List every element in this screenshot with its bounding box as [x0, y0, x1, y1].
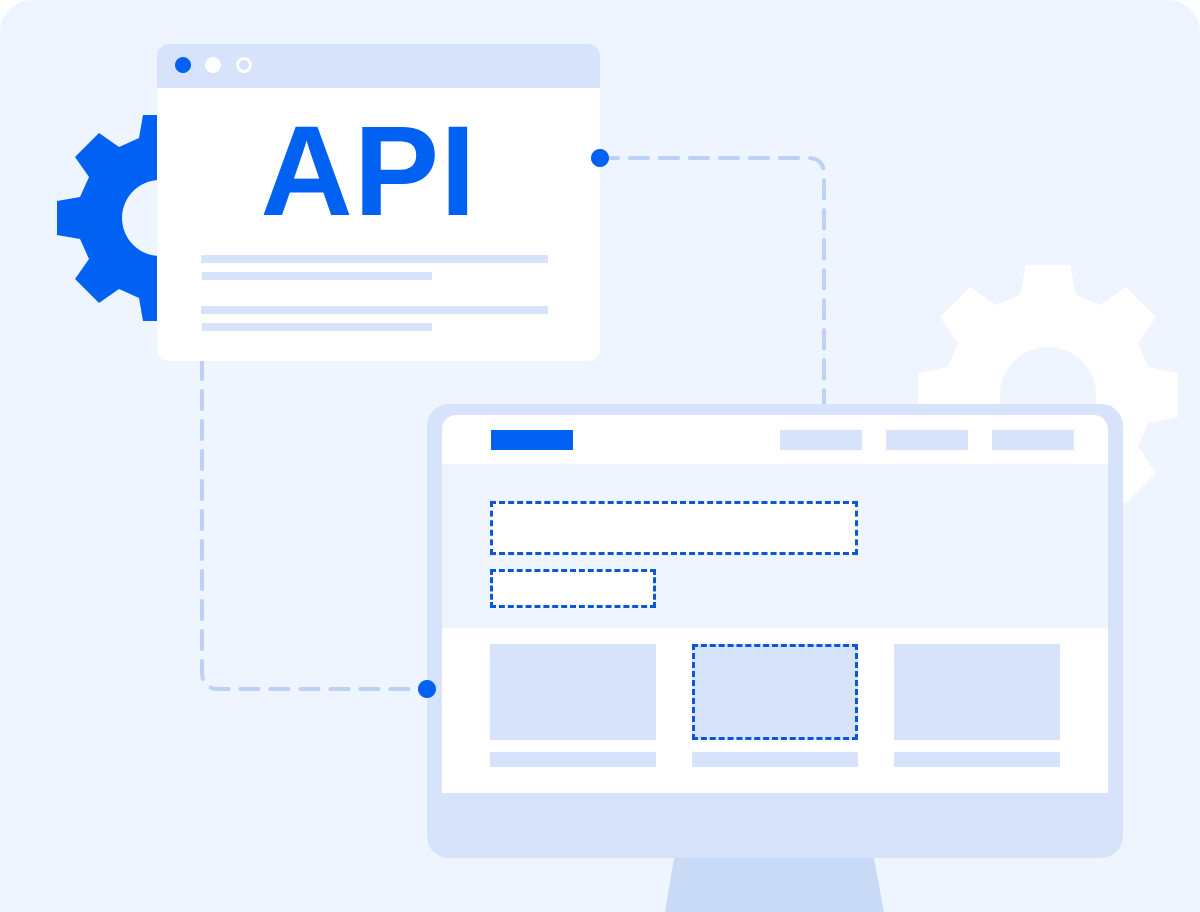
- window-titlebar: [157, 44, 600, 88]
- connector-node-api: [591, 149, 609, 167]
- hero-section: [442, 464, 1108, 628]
- card-1-image[interactable]: [490, 644, 656, 740]
- nav-logo[interactable]: [491, 430, 573, 450]
- card-3-caption: [894, 752, 1060, 767]
- headline-placeholder[interactable]: [490, 501, 858, 555]
- nav-link-2[interactable]: [886, 430, 968, 450]
- maximize-dot[interactable]: [236, 57, 252, 73]
- text-line-1: [201, 255, 548, 263]
- api-window: API: [157, 44, 600, 361]
- nav-link-3[interactable]: [992, 430, 1074, 450]
- connector-node-monitor: [418, 680, 436, 698]
- card-1-caption: [490, 752, 656, 767]
- text-line-2: [202, 272, 432, 280]
- card-3-image[interactable]: [894, 644, 1060, 740]
- monitor-screen: [442, 415, 1108, 793]
- card-2-caption: [692, 752, 858, 767]
- card-2-image-highlighted[interactable]: [692, 644, 858, 740]
- text-line-4: [202, 323, 432, 331]
- minimize-dot[interactable]: [205, 57, 221, 73]
- button-placeholder[interactable]: [490, 569, 656, 608]
- connector-api-to-monitor-left: [200, 359, 429, 691]
- text-line-3: [201, 306, 548, 314]
- api-heading: API: [260, 100, 477, 243]
- close-dot[interactable]: [175, 57, 191, 73]
- connector-api-to-monitor-top: [598, 156, 826, 406]
- nav-link-1[interactable]: [780, 430, 862, 450]
